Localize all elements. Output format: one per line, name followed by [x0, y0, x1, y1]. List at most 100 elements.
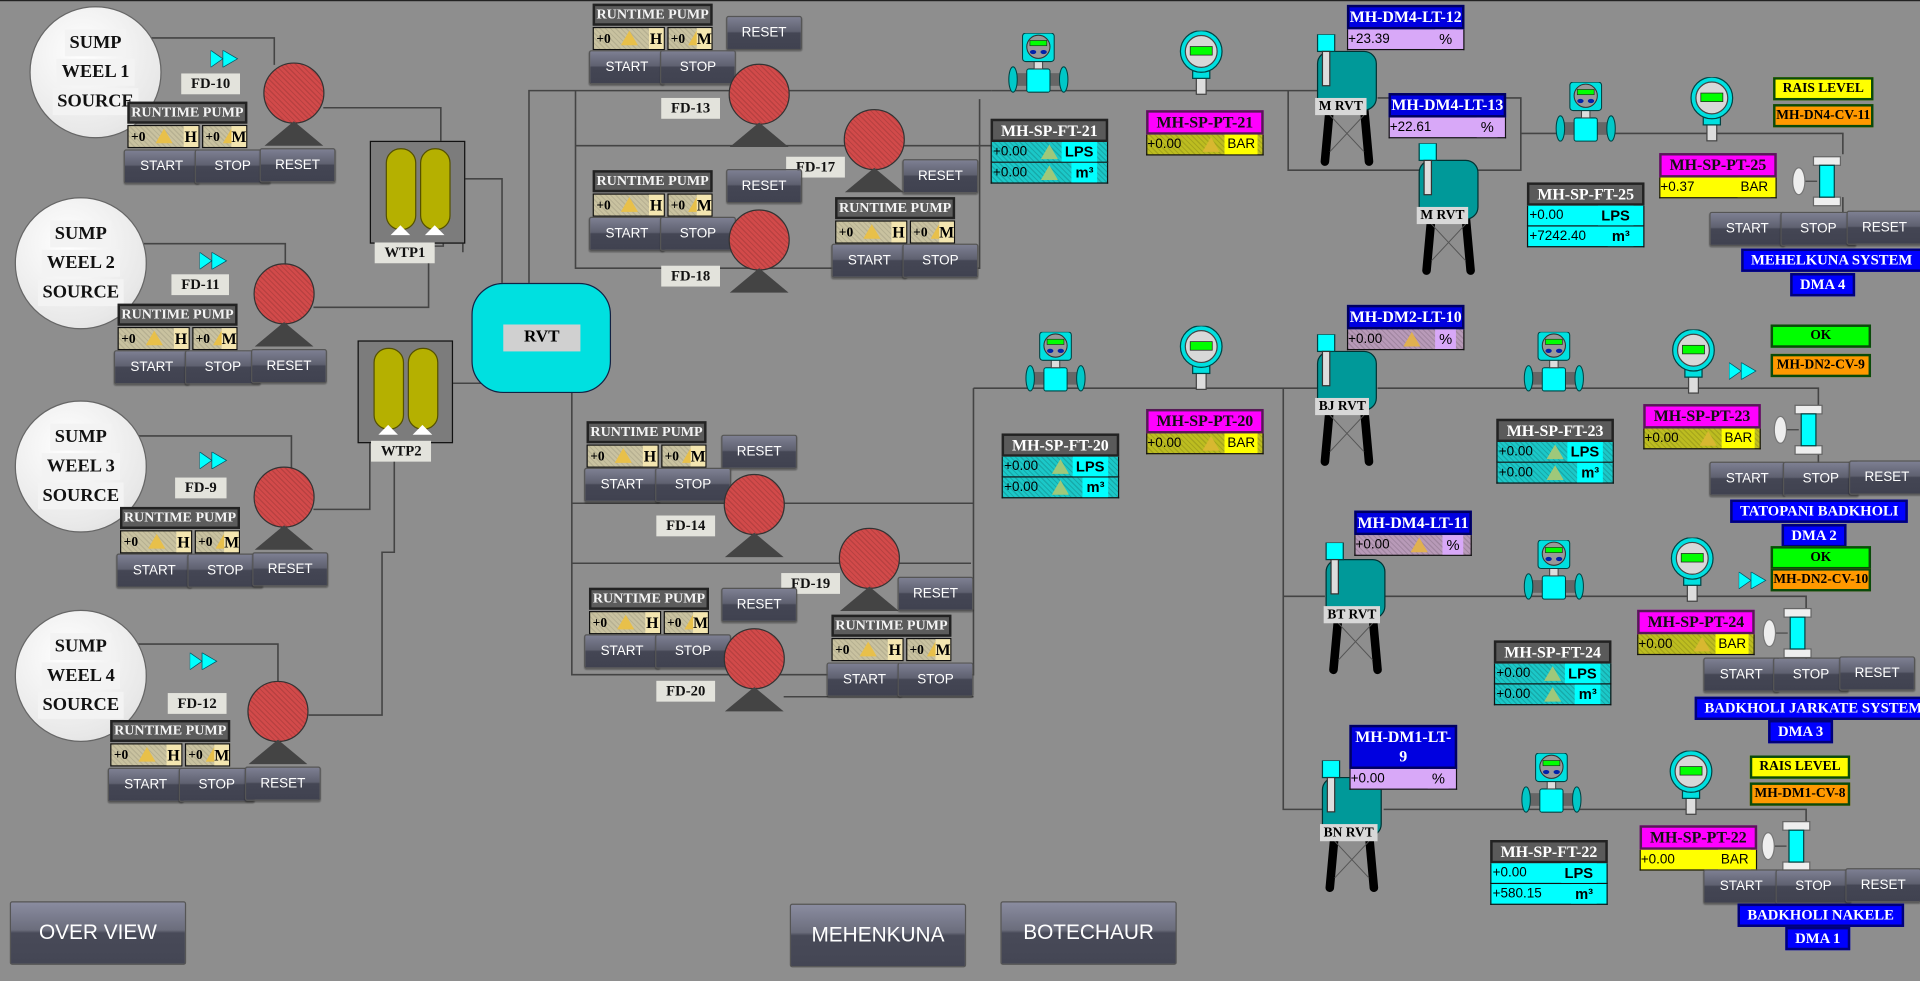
start-button[interactable]: START [584, 467, 661, 503]
start-button[interactable]: START [826, 662, 903, 697]
reset-button[interactable]: RESET [721, 434, 798, 469]
wtp2-filter[interactable] [357, 340, 454, 444]
reset-button[interactable]: RESET [1846, 210, 1920, 245]
pump-fd-13[interactable] [728, 63, 790, 147]
minutes-unit: M [231, 126, 247, 147]
pump-fd-14[interactable] [723, 473, 785, 558]
hours-value: +0 [123, 534, 139, 550]
pump-fd-18[interactable] [728, 209, 790, 293]
flow-value: +0.00 [1496, 666, 1531, 681]
overview-nav-button[interactable]: OVER VIEW [9, 901, 187, 965]
reset-button[interactable]: RESET [902, 159, 979, 194]
reset-button[interactable]: RESET [251, 348, 327, 384]
pump-fd-19[interactable] [838, 527, 901, 612]
pump-fd-10[interactable] [263, 62, 325, 146]
hours-value: +0 [596, 197, 611, 213]
tank-label: BT RVT [1323, 606, 1381, 624]
start-button[interactable]: START [113, 350, 190, 385]
wtp1-filter[interactable] [369, 140, 466, 244]
reset-button[interactable]: RESET [721, 587, 798, 623]
tank-bt-rvt[interactable]: BT RVT [1323, 541, 1388, 677]
hours-unit: H [173, 328, 189, 349]
level-value: +0.00 [1350, 771, 1385, 787]
hours-unit: H [887, 639, 903, 661]
hours-unit: H [648, 194, 664, 216]
stop-button[interactable]: STOP [660, 50, 736, 85]
stop-button[interactable]: STOP [1782, 461, 1859, 496]
control-valve-icon[interactable] [1772, 403, 1833, 457]
stop-button[interactable]: STOP [902, 243, 979, 278]
total-unit: m³ [1571, 884, 1597, 904]
runtime-title: RUNTIME PUMP [592, 3, 713, 26]
stop-button[interactable]: STOP [187, 553, 264, 588]
start-button[interactable]: START [588, 50, 665, 85]
minutes-unit: M [696, 28, 712, 49]
reset-button[interactable]: RESET [1848, 460, 1920, 495]
start-button[interactable]: START [107, 767, 184, 803]
rvt-reservoir[interactable]: RVT [471, 282, 612, 394]
pump-fd-20[interactable] [723, 628, 785, 712]
mehenkuna-nav-button[interactable]: MEHENKUNA [789, 903, 967, 968]
reset-button[interactable]: RESET [1839, 656, 1916, 691]
tank-bj-rvt[interactable]: BJ RVT [1315, 333, 1379, 469]
reset-button[interactable]: RESET [252, 552, 329, 587]
minutes-unit: M [690, 445, 706, 467]
stop-button[interactable]: STOP [184, 350, 261, 385]
pump-fd-11[interactable] [253, 263, 315, 347]
stop-button[interactable]: STOP [660, 216, 736, 252]
stop-button[interactable]: STOP [655, 467, 732, 503]
hours-unit: H [176, 531, 191, 553]
warning-icon [617, 614, 635, 630]
warning-icon [1051, 459, 1069, 474]
stop-button[interactable]: STOP [1780, 211, 1857, 247]
stop-button[interactable]: STOP [1773, 657, 1849, 692]
pressure-unit: BAR [1718, 849, 1752, 870]
ft-tag: MH-SP-FT-25 [1526, 182, 1645, 206]
start-button[interactable]: START [116, 553, 193, 588]
control-valve-icon[interactable] [1760, 819, 1821, 873]
start-button[interactable]: START [584, 634, 661, 669]
stop-button[interactable]: STOP [194, 149, 271, 184]
start-button[interactable]: START [1703, 657, 1780, 692]
start-button[interactable]: START [1709, 461, 1786, 496]
reset-button[interactable]: RESET [726, 15, 803, 51]
warning-icon [1403, 331, 1421, 347]
elevated-tank-icon [1316, 333, 1377, 466]
tank-label: M RVT [1416, 206, 1469, 225]
tank-m-rvt-1[interactable]: M RVT [1315, 33, 1379, 169]
reset-button[interactable]: RESET [897, 576, 974, 612]
flow-arrow-icon [189, 652, 218, 670]
pump-fd-17[interactable] [843, 108, 905, 193]
pt-tag: MH-SP-PT-20 [1146, 408, 1264, 434]
stop-button[interactable]: STOP [178, 767, 255, 803]
tank-m-rvt-2[interactable]: M RVT [1416, 142, 1481, 278]
control-valve-icon[interactable] [1761, 606, 1822, 660]
botechaur-nav-button[interactable]: BOTECHAUR [1000, 901, 1177, 965]
start-button[interactable]: START [123, 149, 200, 184]
pump-fd-9[interactable] [253, 466, 315, 550]
rvt-label: RVT [503, 324, 581, 352]
pump-fd-12[interactable] [247, 680, 309, 765]
start-button[interactable]: START [1709, 211, 1786, 247]
reset-button[interactable]: RESET [259, 148, 336, 183]
reset-button[interactable]: RESET [726, 168, 803, 204]
start-button[interactable]: START [588, 216, 665, 252]
feeder-tag: FD-12 [167, 693, 227, 714]
stop-button[interactable]: STOP [897, 662, 974, 697]
stop-button[interactable]: STOP [1775, 869, 1852, 904]
hours-value: +0 [131, 129, 146, 144]
pressure-value: +0.00 [1638, 636, 1673, 652]
sump-label: WEEL 3 [41, 453, 120, 481]
tank-bn-rvt[interactable]: BN RVT [1320, 759, 1384, 895]
stop-button[interactable]: STOP [655, 634, 732, 669]
reset-button[interactable]: RESET [1845, 868, 1920, 903]
start-button[interactable]: START [831, 243, 908, 278]
control-valve-icon[interactable] [1790, 154, 1851, 208]
ft-tag: MH-SP-FT-21 [990, 118, 1109, 143]
start-button[interactable]: START [1703, 869, 1780, 904]
reset-button[interactable]: RESET [244, 766, 321, 801]
